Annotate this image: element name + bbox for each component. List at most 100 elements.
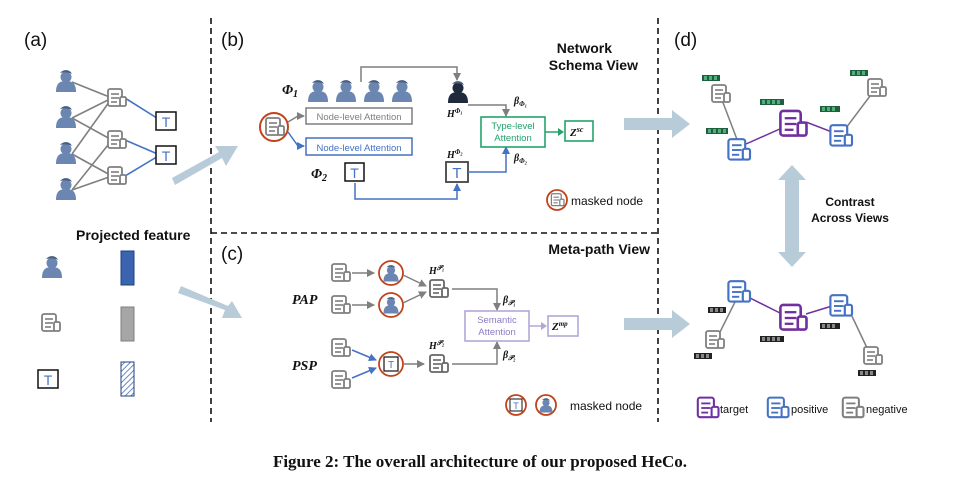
svg-text:Attention: Attention [478, 327, 516, 338]
type-level-attention [480, 116, 546, 148]
aggregation-arrow-blue [354, 183, 461, 200]
positive-paper-icon [766, 396, 790, 419]
masked-node-legend-c: masked node [570, 399, 642, 413]
z-sc-label: Zsc [569, 125, 584, 139]
paper-icon [41, 313, 61, 332]
contrast-graph-bottom [694, 280, 883, 376]
projected-feature-legend: T [37, 250, 135, 397]
paper-icon [331, 263, 351, 282]
projected-feature-label: Projected feature [76, 227, 191, 243]
edge-to-gray-attention [287, 112, 305, 123]
figure-caption: Figure 2: The overall architecture of ou… [272, 452, 688, 471]
phi2-label: Φ2 [311, 167, 327, 184]
embedding-paper-icon [429, 279, 449, 298]
paper-icon [107, 166, 127, 185]
author-icon [308, 80, 328, 102]
arrow-to-contrast-top [624, 110, 690, 138]
h-p1-label: H𝒫₁ [428, 264, 444, 277]
h-phi2-label: HΦ₂ [446, 148, 463, 161]
feature-strip [706, 128, 728, 134]
svg-text:positive: positive [791, 404, 828, 416]
semantic-attention [464, 310, 530, 342]
paper-icon [711, 84, 731, 103]
panel-a-graph: T T [56, 70, 177, 200]
embedding-author-icon [448, 81, 468, 103]
svg-text:T: T [162, 114, 171, 130]
arrow-to-contrast-bottom [624, 310, 690, 338]
paper-icon [331, 370, 351, 389]
svg-text:T: T [350, 165, 359, 181]
contrast-graph-top [702, 70, 887, 161]
embedding-paper-icon [429, 354, 449, 373]
meta-path-title: Meta-path View [548, 241, 650, 257]
aggregation-arrow [360, 66, 461, 82]
node-level-attention-blue [305, 137, 413, 156]
svg-text:T: T [44, 372, 53, 388]
svg-text:Semantic: Semantic [477, 315, 517, 326]
phi1-label: Φ1 [282, 83, 298, 100]
legend-positive: positive [766, 396, 828, 419]
svg-text:T: T [452, 165, 461, 182]
edge-to-blue-attention [287, 131, 305, 150]
feature-strip [694, 353, 712, 359]
feature-strip [760, 336, 784, 342]
target-paper-icon [696, 396, 720, 419]
author-icon [336, 80, 356, 102]
feature-strip [708, 307, 726, 313]
z-mp-box [547, 315, 579, 337]
figure-canvas: (a) (b) (c) (d) T [24, 18, 908, 422]
node-level-attention-gray [305, 107, 413, 125]
paper-icon [331, 295, 351, 314]
psp-label: PSP [292, 359, 317, 374]
network-schema-title-line1: Network [557, 40, 612, 56]
paper-icon [867, 78, 887, 97]
z-sc-box [564, 120, 594, 142]
positive-paper-icon [727, 280, 752, 303]
subject-feature-bar [120, 361, 135, 397]
beta-phi2-label: βΦ₂ [513, 153, 528, 165]
paper-icon [331, 338, 351, 357]
legend-target: target [696, 396, 748, 419]
masked-node-legend-b: masked node [571, 194, 643, 208]
svg-text:target: target [720, 404, 748, 416]
positive-paper-icon [829, 124, 854, 147]
svg-text:negative: negative [866, 404, 908, 416]
contrast-double-arrow [778, 165, 806, 267]
subject-icon: T [383, 356, 399, 372]
author-icon [42, 256, 62, 278]
edge-hphi2-to-type [468, 146, 510, 173]
paper-icon [863, 346, 883, 365]
feature-strip [850, 70, 868, 76]
embedding-subject-icon: T [445, 161, 469, 183]
arrow-to-meta-path [178, 286, 242, 318]
beta-p1-label: β𝒫₁ [502, 295, 516, 307]
pap-label: PAP [292, 293, 318, 308]
negative-paper-icon [841, 396, 865, 419]
network-schema-title-line2: Schema View [549, 57, 638, 73]
subject-icon: T [37, 369, 59, 389]
panel-label-b: (b) [221, 30, 244, 51]
paper-feature-bar [120, 306, 135, 342]
author-icon [364, 80, 384, 102]
arrow-to-network-schema [172, 146, 238, 185]
paper-icon [107, 130, 127, 149]
feature-strip [760, 99, 784, 105]
subject-icon: T [155, 111, 177, 131]
paper-icon [107, 88, 127, 107]
h-p2-label: H𝒫₂ [428, 339, 445, 352]
paper-icon [705, 330, 725, 349]
subject-icon: T [344, 162, 365, 182]
contrast-label-line2: Across Views [811, 211, 889, 225]
contrast-label-line1: Contrast [825, 195, 874, 209]
svg-text:T: T [162, 148, 171, 164]
edge-hphi1-to-type [468, 104, 510, 117]
beta-phi1-label: βΦ₁ [513, 96, 527, 108]
feature-strip [820, 323, 840, 329]
z-mp-label: Zmp [551, 320, 568, 333]
svg-text:T: T [388, 360, 394, 371]
target-paper-icon [779, 303, 808, 331]
beta-p2-label: β𝒫₂ [502, 350, 516, 362]
feature-strip [702, 75, 720, 81]
positive-paper-icon [727, 138, 752, 161]
